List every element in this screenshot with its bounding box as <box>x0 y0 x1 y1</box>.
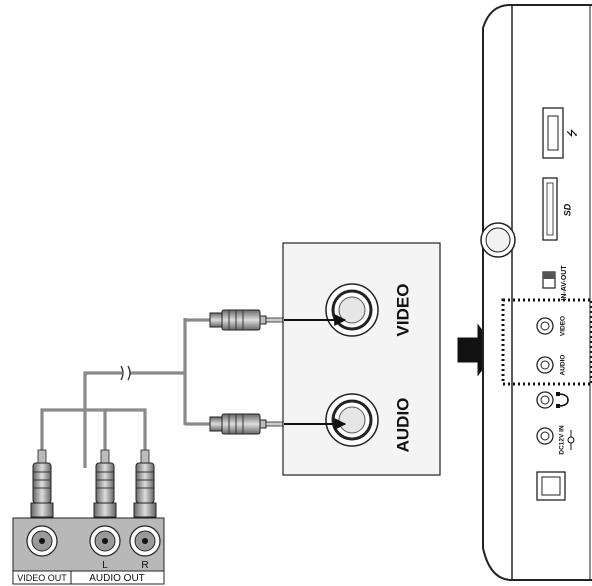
mini-plug-top <box>209 309 285 331</box>
source-left-label: L <box>102 560 108 571</box>
cable-break-mark <box>120 365 131 381</box>
player-sd-slot <box>542 177 558 241</box>
panel-video-label: VIDEO <box>393 284 412 337</box>
source-right-label: R <box>141 560 148 571</box>
source-audio-left-jack <box>89 525 121 557</box>
player-audio-jack <box>536 356 554 374</box>
player-dc-jack <box>536 427 554 445</box>
player-usb-port <box>542 107 564 159</box>
switch-label: IN-AV-OUT <box>561 265 568 301</box>
source-audio-right-jack <box>129 525 161 557</box>
source-video-out-jack <box>26 525 58 557</box>
dc-label: DC12V IN <box>559 425 566 455</box>
player-audio-label: AUDIO <box>560 355 567 376</box>
player-bottom-port <box>536 471 566 501</box>
rca-plug-left <box>93 449 117 518</box>
panel-video-jack <box>325 283 379 337</box>
player-video-jack <box>536 317 554 335</box>
cable-video-drop <box>40 408 85 468</box>
player-body <box>482 4 592 581</box>
portable-player: ⭍ SD IN-AV-OUT VIDEO AUDIO <box>480 4 592 581</box>
source-audio-out-label: AUDIO OUT <box>89 573 145 584</box>
source-video-out-label: VIDEO OUT <box>17 573 67 583</box>
usb-icon: ⭍ <box>566 128 579 137</box>
dc-polarity-icon <box>567 430 575 450</box>
player-av-switch[interactable] <box>542 271 556 289</box>
sd-label: SD <box>562 203 572 216</box>
player-headphone-jack <box>536 391 554 409</box>
player-side-knob <box>480 222 516 258</box>
cable-main-2 <box>83 371 122 468</box>
mini-plug-bottom <box>209 413 285 435</box>
rca-plug-video <box>30 449 54 518</box>
player-video-label: VIDEO <box>560 316 567 336</box>
source-device-panel: L R VIDEO OUT AUDIO OUT <box>12 517 165 585</box>
headphone-icon <box>556 392 569 408</box>
cable-right-drop <box>105 408 147 468</box>
panel-audio-jack <box>325 393 379 447</box>
rca-plug-right <box>133 449 157 518</box>
av-input-panel: VIDEO AUDIO <box>282 242 441 476</box>
panel-audio-label: AUDIO <box>393 398 412 453</box>
av-cable <box>40 318 210 468</box>
